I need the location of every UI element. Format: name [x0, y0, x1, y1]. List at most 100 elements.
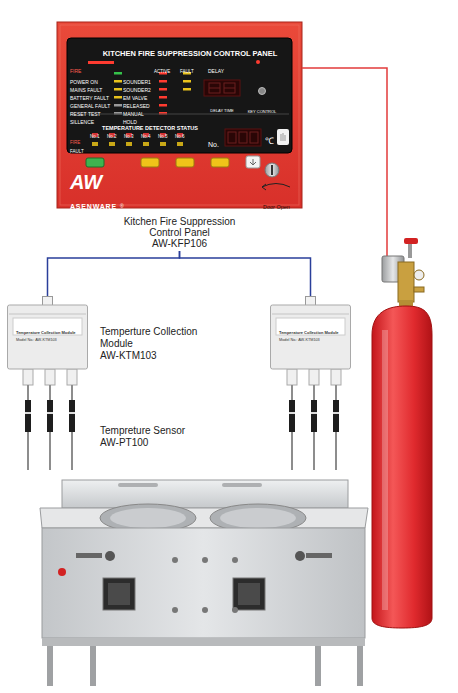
- kitchen-stove: [90, 646, 96, 686]
- kitchen-stove: [108, 583, 130, 605]
- signal-wire: [48, 251, 180, 296]
- indicator-led: [114, 72, 122, 75]
- panel-text: No.3: [124, 134, 134, 139]
- kitchen-stove: [306, 553, 332, 558]
- panel-text: SOUNDER2: [123, 87, 151, 93]
- label-holder: AW-PT100: [100, 437, 210, 449]
- indicator-led: [114, 104, 122, 107]
- temperature-sensor: [47, 412, 53, 414]
- text-holder: ℃: [265, 131, 274, 147]
- kitchen-stove: [172, 557, 178, 563]
- module-sticker: [13, 318, 82, 335]
- touch-button: [277, 129, 289, 145]
- indicator-led: [159, 88, 167, 91]
- digital-display: [209, 88, 220, 89]
- panel-text: FAULT: [180, 69, 194, 74]
- model-number: AW-PT100: [100, 437, 210, 449]
- kitchen-stove: [202, 557, 208, 563]
- callout-label: Tempreture Sensor: [100, 425, 210, 437]
- touch-button: [281, 133, 285, 141]
- zone-indicator: [109, 142, 115, 146]
- zone-indicator: [143, 142, 149, 146]
- module-text: Model No.: AW-KTM103: [279, 338, 320, 342]
- text-holder: ACTIVE: [154, 60, 170, 76]
- touch-button: [277, 129, 289, 145]
- kitchen-stove: [222, 483, 262, 487]
- panel-text: FIRE: [70, 140, 80, 145]
- text-holder: Temperature Collection Module: [16, 321, 76, 337]
- panel-text: ®: [120, 203, 124, 209]
- text-holder: Temperature Collection Module: [279, 321, 339, 337]
- digital-display: [250, 132, 258, 143]
- lid-edge: [9, 314, 86, 315]
- panel-button: [86, 158, 104, 167]
- panel-text: BATTERY FAULT: [70, 95, 109, 101]
- indicator-led: [88, 60, 266, 115]
- signal-wire: [180, 251, 311, 296]
- kitchen-stove: [118, 483, 158, 487]
- model-number: AW-KFP106: [122, 238, 237, 249]
- kitchen-stove: [42, 638, 365, 646]
- kitchen-stove: [42, 528, 365, 638]
- text-holder: FAULT: [180, 60, 194, 76]
- kitchen-stove: [315, 646, 321, 686]
- temperature-sensor: [333, 400, 339, 432]
- kitchen-stove: [62, 480, 348, 508]
- label-holder: Temperture Collection Module: [100, 326, 200, 350]
- indicator-led: [183, 80, 191, 83]
- kitchen-stove: [232, 557, 238, 563]
- release-wire: [302, 68, 387, 256]
- key-lock: [265, 163, 279, 177]
- extinguisher-cylinder: [414, 270, 424, 280]
- module-text: Temperature Collection Module: [16, 330, 76, 335]
- indicator-led: [159, 104, 167, 107]
- kitchen-stove: [202, 607, 208, 613]
- panel-face: [60, 25, 299, 205]
- extinguisher-cylinder: [404, 238, 418, 244]
- temperature-sensor: [333, 412, 339, 414]
- indicator-led: [114, 80, 122, 83]
- kitchen-stove: [105, 551, 115, 561]
- text-holder: Kitchen Fire Suppression Control Panel: [122, 216, 237, 238]
- digital-display: [224, 83, 235, 93]
- panel-text: SILLENCE: [70, 119, 94, 125]
- text-holder: TEMPERATURE DETECTOR STATUS: [102, 117, 198, 133]
- control-panel: Kitchen Fire Suppression Control PanelAW…: [57, 22, 302, 251]
- zone-indicator: [92, 133, 183, 146]
- zone-indicator: [126, 142, 132, 146]
- digital-display: [228, 132, 236, 143]
- temperature-sensor: [311, 412, 317, 414]
- text-holder: SOUNDER1: [123, 71, 151, 87]
- module-text: Temperature Collection Module: [279, 330, 339, 335]
- panel-text: DELAY TIME: [210, 108, 233, 113]
- kitchen-stove: [47, 646, 53, 686]
- temperature-sensor: [25, 412, 31, 414]
- text-holder: Door Open: [263, 196, 290, 212]
- panel-text: FAULT: [70, 149, 84, 154]
- text-holder: ASENWARE: [70, 196, 117, 212]
- panel-text: No.5: [158, 134, 168, 139]
- text-holder: AW-KFP106: [122, 238, 237, 249]
- panel-button: [211, 158, 229, 167]
- panel-text: KEY CONTROL: [248, 109, 277, 114]
- temperature-sensor: [69, 400, 75, 432]
- digital-display: [225, 129, 261, 146]
- panel-text: ACTIVE: [154, 69, 170, 74]
- text-holder: No.: [208, 134, 219, 150]
- extinguisher-cylinder: [408, 244, 412, 258]
- panel-text: FIRE: [70, 68, 81, 74]
- kitchen-stove: [40, 508, 368, 528]
- temperature-sensor: [309, 369, 319, 385]
- temperature-sensor: [289, 400, 295, 432]
- temperature-sensor: [67, 369, 77, 385]
- digital-display: [224, 88, 235, 89]
- key-lock: [271, 165, 273, 175]
- extinguisher-cylinder: [398, 262, 414, 302]
- text-holder: No.5: [158, 125, 168, 141]
- text-holder: No.3: [124, 125, 134, 141]
- extinguisher-cylinder: [382, 330, 388, 610]
- panel-text: No.1: [90, 134, 100, 139]
- indicator-led: [159, 96, 167, 99]
- text-holder: No.1: [90, 125, 100, 141]
